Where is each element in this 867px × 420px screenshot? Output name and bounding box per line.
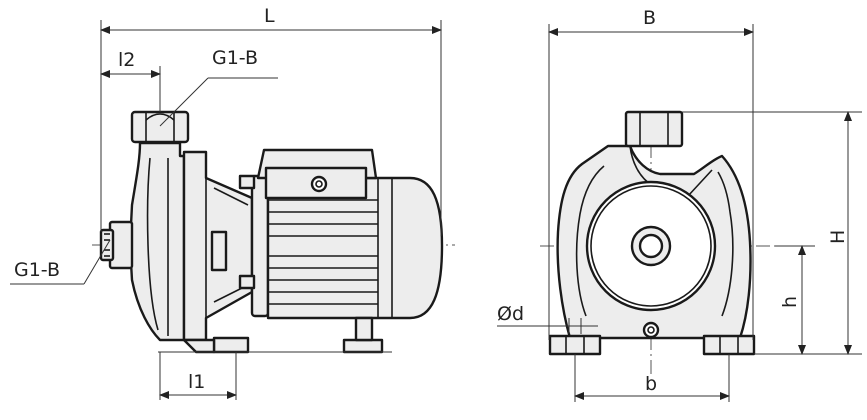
volute-disc-rim bbox=[590, 185, 712, 307]
front-view: B H h Ød b bbox=[497, 7, 862, 402]
bolt-top bbox=[238, 174, 256, 190]
label-l2: l2 bbox=[118, 49, 135, 71]
drain-plug bbox=[642, 321, 660, 339]
inlet-bore bbox=[638, 233, 664, 259]
shaft-seal bbox=[210, 230, 228, 272]
motor-body bbox=[266, 176, 444, 320]
outlet-flange bbox=[130, 110, 190, 144]
motor-foot-leg bbox=[354, 316, 374, 342]
label-h: h bbox=[779, 296, 801, 308]
cooling-fins bbox=[268, 199, 378, 305]
label-d: Ød bbox=[497, 303, 524, 325]
leader-inlet bbox=[83, 239, 111, 285]
leader-outlet bbox=[159, 77, 209, 127]
cable-gland bbox=[310, 175, 328, 193]
pump-foot-web bbox=[182, 338, 216, 354]
label-g1b-outlet: G1-B bbox=[212, 47, 258, 69]
motor-foot bbox=[342, 338, 384, 354]
label-b: b bbox=[645, 373, 657, 395]
label-B: B bbox=[643, 7, 656, 29]
front-outlet-flange bbox=[624, 110, 684, 148]
side-view: L l2 G1-B G1-B l1 bbox=[10, 5, 455, 400]
label-L: L bbox=[264, 5, 275, 27]
front-foot-right bbox=[702, 334, 756, 356]
pump-volute-housing bbox=[128, 141, 186, 342]
volute-curve-line bbox=[146, 157, 159, 331]
bolt-bottom bbox=[238, 274, 256, 290]
label-l1: l1 bbox=[188, 371, 205, 393]
label-g1b-inlet: G1-B bbox=[14, 259, 60, 281]
label-H: H bbox=[827, 230, 849, 244]
front-foot-left bbox=[548, 334, 602, 356]
pump-foot bbox=[212, 336, 250, 354]
